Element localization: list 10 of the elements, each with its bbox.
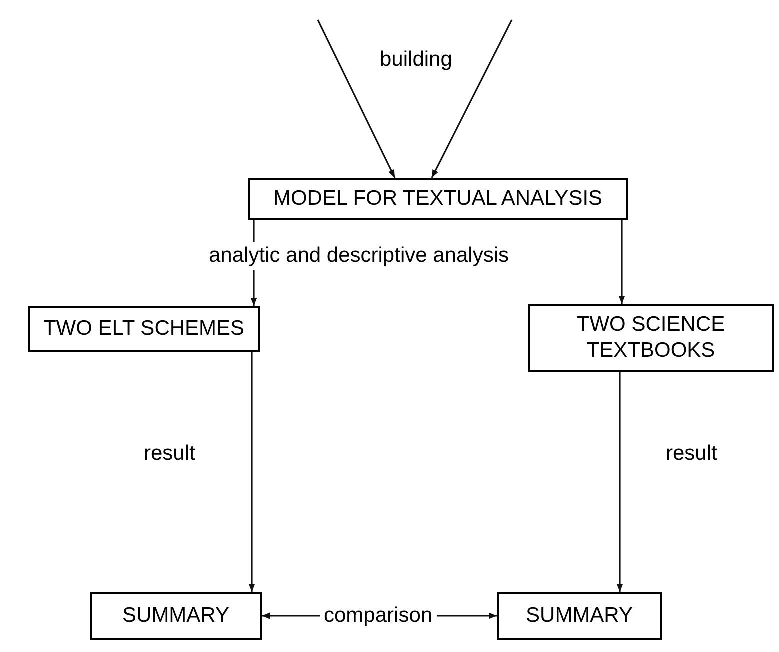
- process-box: TWO ELT SCHEMES: [28, 306, 260, 352]
- arrow: [618, 220, 626, 304]
- arrow: [431, 20, 513, 178]
- process-box: TWO SCIENCE TEXTBOOKS: [528, 304, 774, 372]
- arrow: [616, 372, 624, 592]
- arrow: [248, 352, 256, 592]
- process-box: SUMMARY: [90, 592, 262, 640]
- process-box: SUMMARY: [497, 592, 662, 640]
- arrow: [317, 20, 396, 178]
- process-box: MODEL FOR TEXTUAL ANALYSIS: [248, 178, 628, 220]
